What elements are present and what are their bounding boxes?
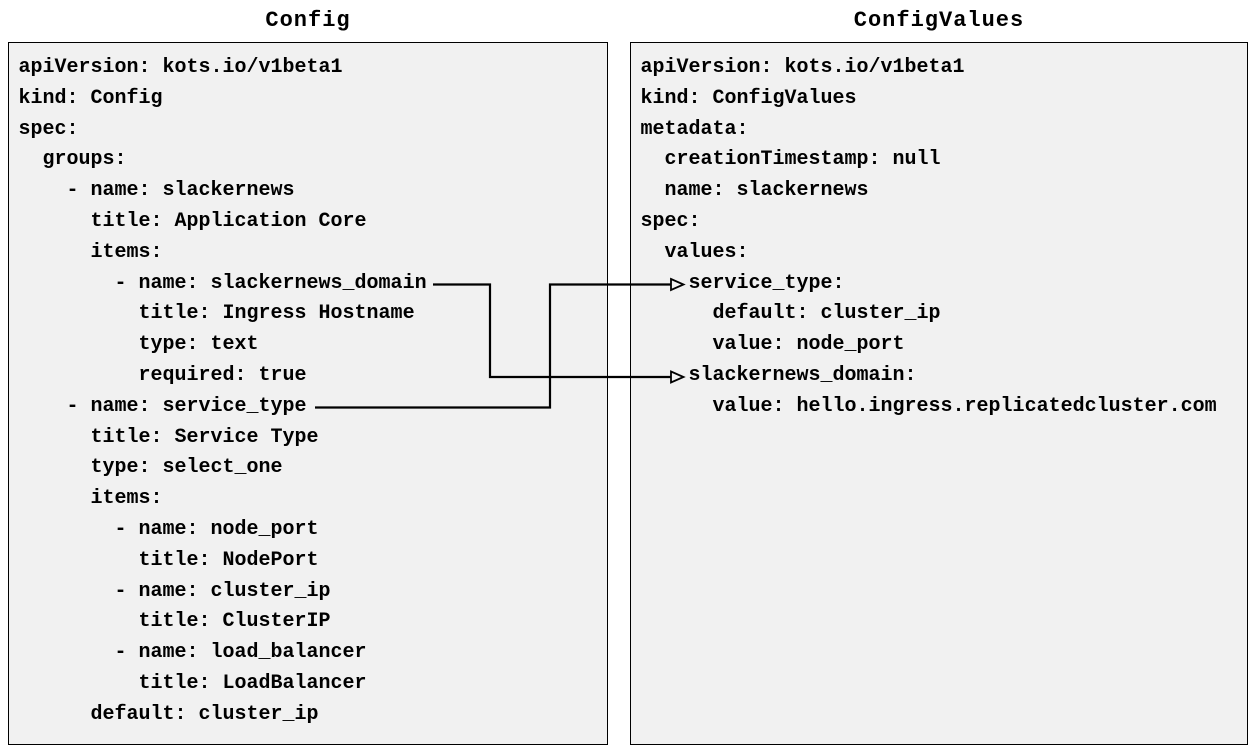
yaml-line: value: hello.ingress.replicatedcluster.c…	[640, 394, 1217, 418]
yaml-line: - name: slackernews	[18, 179, 295, 203]
yaml-line: items:	[18, 240, 163, 264]
yaml-line: title: ClusterIP	[18, 610, 331, 634]
yaml-line: title: NodePort	[18, 548, 319, 572]
yaml-line: - name: cluster_ip	[18, 579, 331, 603]
yaml-line: apiVersion: kots.io/v1beta1	[640, 56, 965, 79]
yaml-line: title: Service Type	[18, 425, 319, 449]
yaml-line: apiVersion: kots.io/v1beta1	[18, 56, 343, 79]
configvalues-panel: apiVersion: kots.io/v1beta1 kind: ConfigV…	[630, 42, 1248, 745]
yaml-line: creationTimestamp: null	[640, 148, 941, 172]
yaml-line: spec:	[640, 209, 701, 233]
yaml-line: items:	[18, 487, 163, 511]
config-yaml: apiVersion: kots.io/v1beta1 kind: Config s…	[19, 53, 608, 731]
yaml-line: values:	[640, 240, 749, 264]
yaml-line: metadata:	[640, 117, 749, 141]
configvalues-yaml: apiVersion: kots.io/v1beta1 kind: ConfigV…	[641, 53, 1248, 423]
yaml-line: - name: service_type	[18, 394, 307, 418]
yaml-line: title: Ingress Hostname	[18, 302, 415, 326]
yaml-line: title: LoadBalancer	[18, 671, 367, 695]
yaml-line: name: slackernews	[640, 179, 869, 203]
yaml-line: title: Application Core	[18, 209, 367, 233]
yaml-line: kind: Config	[18, 86, 163, 110]
configvalues-panel-title: ConfigValues	[853, 8, 1025, 33]
yaml-line: value: node_port	[640, 333, 905, 357]
yaml-line: slackernews_domain:	[640, 363, 917, 387]
yaml-line: type: select_one	[18, 456, 283, 480]
yaml-line: - name: slackernews_domain	[18, 271, 427, 295]
config-panel-title: Config	[265, 8, 351, 33]
yaml-line: - name: load_balancer	[18, 641, 367, 665]
yaml-line: spec:	[18, 117, 79, 141]
yaml-line: groups:	[18, 148, 127, 172]
yaml-line: default: cluster_ip	[18, 702, 319, 726]
yaml-line: kind: ConfigValues	[640, 86, 857, 110]
yaml-line: type: text	[18, 333, 259, 357]
yaml-line: required: true	[18, 363, 307, 387]
yaml-line: service_type:	[640, 271, 845, 295]
yaml-line: default: cluster_ip	[640, 302, 941, 326]
config-panel: apiVersion: kots.io/v1beta1 kind: Config s…	[8, 42, 608, 745]
yaml-line: - name: node_port	[18, 517, 319, 541]
